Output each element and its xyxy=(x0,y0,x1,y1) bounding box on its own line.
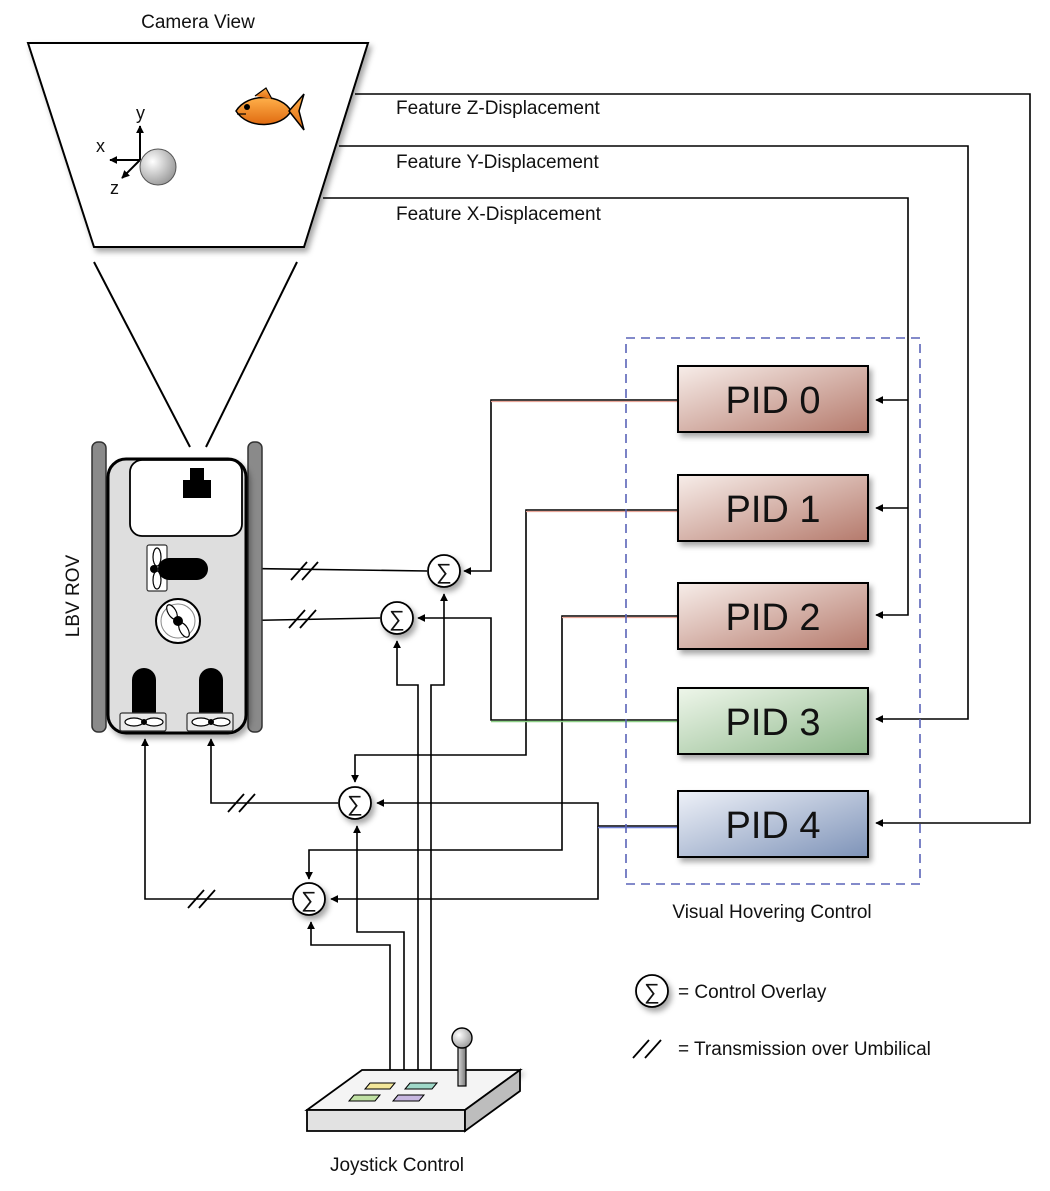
sigma-node-c: ∑ xyxy=(338,786,372,820)
pid-2-block: PID 2 xyxy=(677,582,869,650)
pid-0-block: PID 0 xyxy=(677,365,869,433)
wire-pid3-output xyxy=(417,614,678,721)
wire-joy-to-sigma-c xyxy=(353,825,405,1070)
pid-1-label: PID 1 xyxy=(725,489,820,531)
sigma-symbol: ∑ xyxy=(301,887,317,912)
axis-z-label: z xyxy=(110,178,119,198)
wire-feature-y xyxy=(339,145,969,723)
legend-sigma-symbol: ∑ xyxy=(644,979,660,1004)
wire-feature-z xyxy=(355,93,1031,827)
sigma-symbol: ∑ xyxy=(347,791,363,816)
wire-feature-x xyxy=(323,197,909,619)
camera-view-label: Camera View xyxy=(141,12,255,33)
joystick-label: Joystick Control xyxy=(330,1155,464,1176)
lateral-thruster xyxy=(146,544,208,592)
view-cone-left xyxy=(93,261,191,448)
joystick-button-purple xyxy=(391,1094,426,1102)
pid-3-label: PID 3 xyxy=(725,702,820,744)
wire-sigma-c-to-rov xyxy=(207,738,338,804)
legend: ∑ = Control Overlay = Transmission over … xyxy=(632,974,931,1060)
camera-icon xyxy=(183,468,211,498)
axis-y-label: y xyxy=(136,103,145,123)
wire-joy-to-sigma-a xyxy=(430,593,448,1070)
wire-pid1-output xyxy=(351,509,678,783)
camera-frustum xyxy=(26,42,370,248)
feature-z-label: Feature Z-Displacement xyxy=(396,98,601,119)
sigma-symbol: ∑ xyxy=(436,559,452,584)
legend-umbilical-mark xyxy=(632,1039,662,1059)
pid-2-label: PID 2 xyxy=(725,597,820,639)
wire-joy-to-sigma-b xyxy=(393,640,419,1070)
legend-transmission-label: = Transmission over Umbilical xyxy=(678,1039,931,1060)
fish-icon xyxy=(235,87,305,131)
joystick-knob xyxy=(451,1027,473,1049)
tracked-feature-ball xyxy=(139,148,177,186)
joystick-stick xyxy=(457,1045,467,1087)
axis-x-label: x xyxy=(96,136,105,156)
sigma-node-a: ∑ xyxy=(427,554,461,588)
rov-label: LBV ROV xyxy=(63,554,84,637)
joystick-button-teal xyxy=(403,1082,439,1090)
joystick-button-yellow xyxy=(363,1082,397,1090)
camera-view: Camera View y x z xyxy=(26,12,370,448)
rov-right-rail xyxy=(247,441,263,733)
sigma-node-d: ∑ xyxy=(292,882,326,916)
pid-4-block: PID 4 xyxy=(677,790,869,858)
joystick-base-side xyxy=(464,1068,521,1133)
pid-1-block: PID 1 xyxy=(677,474,869,542)
legend-transmission: = Transmission over Umbilical xyxy=(632,1039,931,1060)
joystick-base-front xyxy=(306,1109,466,1132)
lbv-rov: LBV ROV xyxy=(63,441,263,735)
legend-control-overlay: ∑ = Control Overlay xyxy=(635,974,827,1008)
wire-pid4-output-c xyxy=(376,799,678,827)
visual-hovering-control: Visual Hovering Control PID 0 PID 1 PID … xyxy=(625,337,921,923)
wire-joy-to-sigma-d xyxy=(307,921,391,1070)
umbilical-marks xyxy=(187,561,319,909)
pid-output-wires xyxy=(305,399,678,903)
rov-left-rail xyxy=(91,441,107,733)
visual-hovering-label: Visual Hovering Control xyxy=(672,902,871,923)
vertical-thruster xyxy=(155,598,201,644)
sigma-node-b: ∑ xyxy=(380,601,414,635)
joystick-wires xyxy=(307,593,448,1070)
feature-y-label: Feature Y-Displacement xyxy=(396,152,599,173)
sigma-symbol: ∑ xyxy=(389,606,405,631)
wire-pid2-output xyxy=(305,615,678,880)
joystick-control: Joystick Control xyxy=(304,1027,523,1176)
view-cone-right xyxy=(205,261,298,448)
coordinate-axes: y x z xyxy=(96,103,145,198)
pid-4-label: PID 4 xyxy=(725,805,820,847)
wire-pid4-output-d xyxy=(330,826,599,903)
pid-0-label: PID 0 xyxy=(725,380,820,422)
wire-pid0-output xyxy=(463,399,678,575)
forward-thruster-left xyxy=(119,668,167,732)
pid-3-block: PID 3 xyxy=(677,687,869,755)
wire-sigma-d-to-rov xyxy=(141,738,292,900)
legend-control-overlay-label: = Control Overlay xyxy=(678,982,827,1003)
feature-x-label: Feature X-Displacement xyxy=(396,204,602,225)
forward-thruster-right xyxy=(186,668,234,732)
feature-wires: Feature Z-Displacement Feature Y-Displac… xyxy=(323,93,1031,827)
joystick-button-green xyxy=(347,1094,382,1102)
